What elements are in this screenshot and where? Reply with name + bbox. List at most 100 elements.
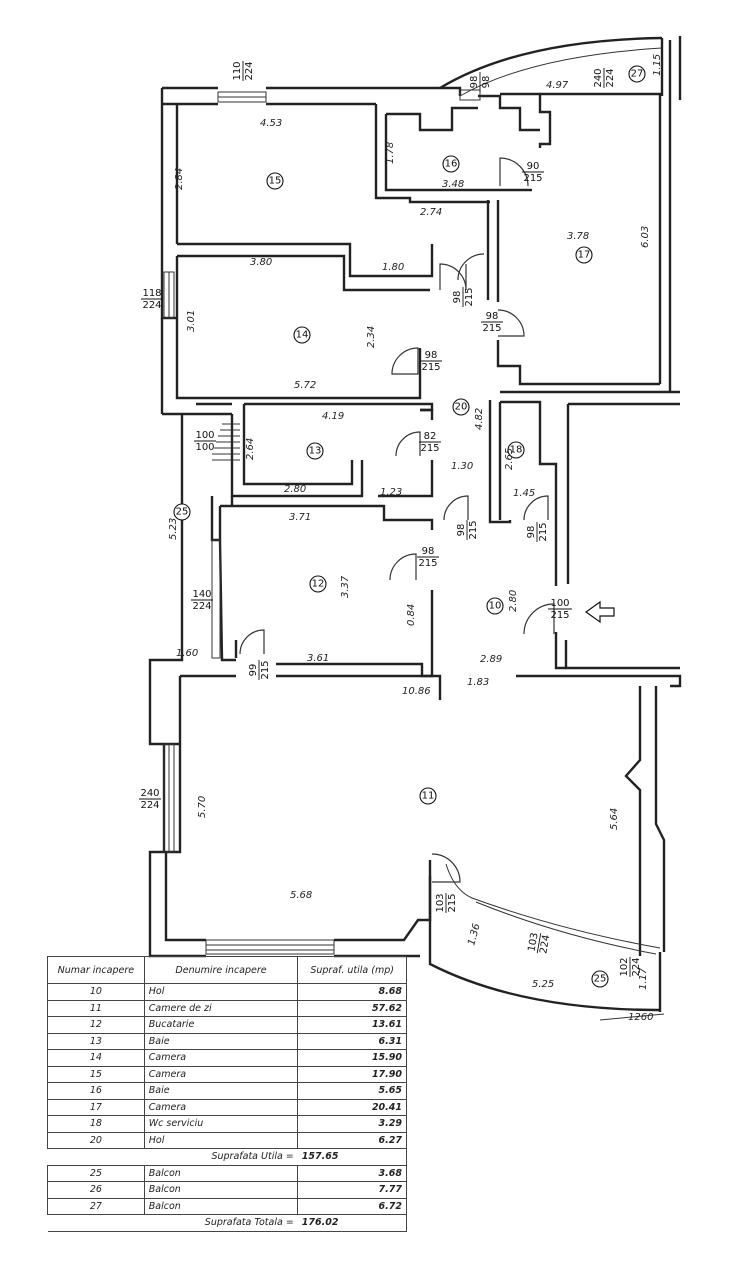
svg-text:1.78: 1.78 [385,142,396,164]
header-room-name: Denumire incapere [143,956,299,984]
room-25b: 25 [591,970,609,988]
header-room-number: Numar incapere [47,956,145,984]
svg-text:224: 224 [140,800,159,811]
room-20: 20 [452,398,470,416]
svg-text:140: 140 [192,589,211,600]
cell-nr: 27 [47,1197,145,1215]
svg-text:18: 18 [510,445,523,456]
svg-text:1.45: 1.45 [513,488,535,499]
room-11: 11 [419,787,437,805]
svg-text:2.89: 2.89 [480,654,502,665]
svg-text:215: 215 [482,323,501,334]
room-27: 27 [628,65,646,83]
area-table: Numar incapere Denumire incapere Supraf.… [47,956,407,1232]
svg-text:224: 224 [244,61,255,80]
svg-text:240: 240 [593,68,604,87]
svg-text:5.68: 5.68 [290,890,312,901]
svg-text:14: 14 [296,330,309,341]
svg-text:215: 215 [260,660,271,679]
svg-text:110: 110 [232,61,243,80]
room-14: 14 [293,326,311,344]
svg-text:2.65: 2.65 [504,448,515,470]
svg-text:2.64: 2.64 [245,438,256,460]
room-15: 15 [266,172,284,190]
cell-name: Hol [143,1131,299,1149]
svg-text:13: 13 [309,446,322,457]
svg-text:4.19: 4.19 [322,411,344,422]
stair-hatch [212,423,240,461]
doors [239,157,615,883]
svg-text:1.15: 1.15 [652,54,663,76]
svg-text:5.70: 5.70 [197,796,208,818]
svg-text:1.36: 1.36 [466,922,482,946]
svg-text:224: 224 [538,934,552,955]
svg-text:82: 82 [424,431,437,442]
svg-text:3.78: 3.78 [567,231,589,242]
svg-text:1.80: 1.80 [382,262,404,273]
svg-text:1.60: 1.60 [176,648,198,659]
svg-text:103: 103 [435,893,446,912]
util-total-label: Suprafata Utila = [47,1148,298,1166]
room-13: 13 [306,442,324,460]
svg-text:3.37: 3.37 [340,575,351,598]
svg-text:15: 15 [269,176,282,187]
svg-text:5.23: 5.23 [168,518,179,540]
cell-nr: 25 [47,1164,145,1182]
svg-text:2.74: 2.74 [420,207,442,218]
cell-name: Balcon [143,1197,299,1215]
svg-text:98: 98 [526,526,537,539]
cell-area: 8.68 [297,983,407,1001]
svg-text:118: 118 [142,288,161,299]
cell-area: 57.62 [297,999,407,1017]
cell-area: 13.61 [297,1016,407,1034]
cell-area: 5.65 [297,1082,407,1100]
util-total-row: Suprafata Utila = 157.65 [47,1148,407,1166]
cell-area: 7.77 [297,1181,407,1199]
cell-area: 20.41 [297,1098,407,1116]
svg-text:102: 102 [619,957,630,976]
cell-name: Baie [143,1082,299,1100]
room-12: 12 [309,575,327,593]
cell-nr: 20 [47,1131,145,1149]
cell-nr: 17 [47,1098,145,1116]
cell-area: 3.29 [297,1115,407,1133]
svg-text:215: 215 [447,893,458,912]
svg-text:215: 215 [523,173,542,184]
cell-nr: 11 [47,999,145,1017]
svg-text:3.01: 3.01 [186,310,197,332]
svg-text:98: 98 [456,524,467,537]
cell-area: 6.27 [297,1131,407,1149]
table-header-row: Numar incapere Denumire incapere Supraf.… [47,956,407,984]
room-16: 16 [442,155,460,173]
svg-text:224: 224 [631,957,642,976]
svg-text:6.03: 6.03 [640,226,651,248]
cell-area: 6.72 [297,1197,407,1215]
util-total-value: 157.65 [297,1148,407,1166]
svg-text:99: 99 [248,664,259,677]
cell-nr: 16 [47,1082,145,1100]
svg-text:4.97: 4.97 [546,80,569,91]
svg-text:215: 215 [468,520,479,539]
cell-name: Balcon [143,1164,299,1182]
svg-text:224: 224 [605,68,616,87]
svg-text:0.84: 0.84 [406,604,417,626]
svg-text:100: 100 [195,430,214,441]
cell-name: Balcon [143,1181,299,1199]
svg-text:3.61: 3.61 [307,653,329,664]
svg-text:2.34: 2.34 [366,326,377,348]
svg-text:103: 103 [526,932,540,953]
room-25a: 25 [173,503,191,521]
svg-text:4.82: 4.82 [474,408,485,430]
svg-text:215: 215 [464,287,475,306]
svg-text:215: 215 [538,522,549,541]
